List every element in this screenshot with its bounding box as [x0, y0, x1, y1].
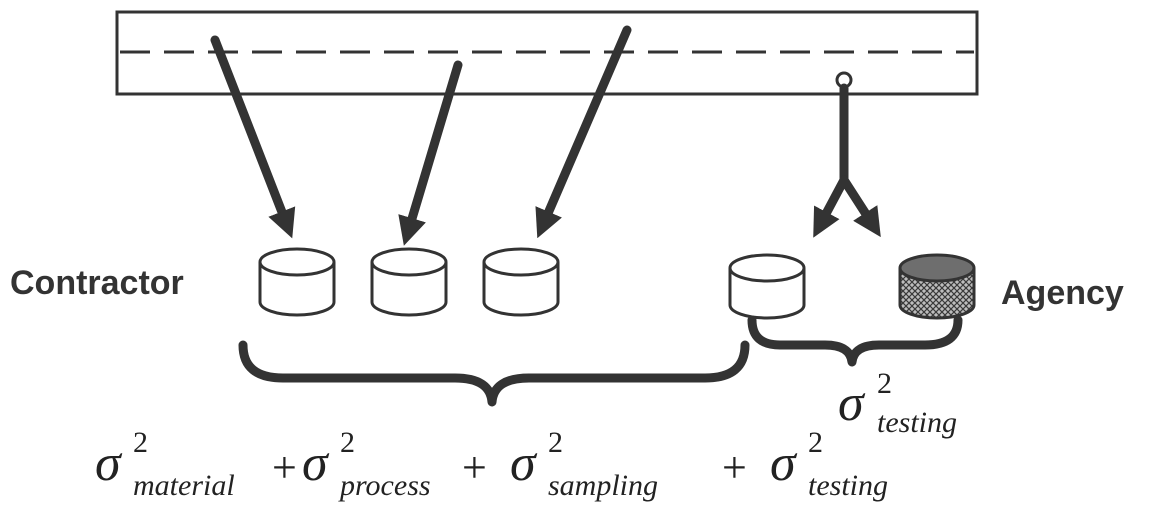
- agency-sigma-power: 2: [877, 367, 892, 400]
- contractor-brace: [238, 340, 750, 407]
- variance-term-process: σ 2 process: [302, 426, 431, 502]
- variance-term-sampling: σ 2 sampling: [510, 426, 658, 502]
- contractor-sample-2: [370, 247, 448, 317]
- arrow-to-sample-1: [210, 35, 296, 239]
- sigma-testing-subscript: testing: [808, 469, 888, 502]
- sigma-process: σ: [302, 435, 330, 492]
- variance-term-material: σ 2 material: [95, 426, 235, 502]
- plus-1: +: [272, 443, 297, 492]
- sigma-sampling-power: 2: [548, 426, 563, 459]
- lot-rectangle: [115, 10, 979, 96]
- sigma-material-subscript: material: [133, 469, 235, 502]
- contractor-label: Contractor: [10, 264, 184, 302]
- split-sample-contractor: [728, 253, 806, 320]
- total-variance-equation: σ 2 material + σ 2 process + σ 2 samplin…: [95, 426, 888, 502]
- sigma-testing: σ: [770, 435, 798, 492]
- sigma-process-power: 2: [340, 426, 355, 459]
- sigma-process-subscript: process: [338, 469, 431, 502]
- plus-3: +: [722, 443, 747, 492]
- split-sample-hook: [813, 71, 881, 238]
- contractor-sampling-arrows: [210, 25, 632, 246]
- sigma-material-power: 2: [133, 426, 148, 459]
- agency-testing-variance: σ 2 testing: [838, 367, 957, 439]
- sigma-material: σ: [95, 435, 123, 492]
- contractor-sample-1: [258, 247, 336, 317]
- split-arrow-right: [839, 175, 881, 238]
- braces: [238, 315, 963, 407]
- material-lot: [115, 10, 979, 96]
- sigma-sampling-subscript: sampling: [548, 469, 658, 502]
- split-arrow-left: [813, 175, 849, 238]
- agency-sigma: σ: [838, 375, 866, 432]
- plus-2: +: [462, 443, 487, 492]
- sigma-testing-power: 2: [808, 426, 823, 459]
- sample-cylinders: [258, 247, 976, 320]
- agency-sigma-subscript: testing: [877, 406, 957, 439]
- contractor-sample-3: [482, 247, 560, 317]
- agency-label: Agency: [1001, 274, 1124, 312]
- agency-brace: [747, 315, 963, 367]
- arrow-to-sample-2: [398, 60, 463, 246]
- split-sample-agency: [898, 253, 976, 320]
- variance-term-testing: σ 2 testing: [770, 426, 888, 502]
- arrow-to-sample-3: [535, 25, 632, 239]
- sigma-sampling: σ: [510, 435, 538, 492]
